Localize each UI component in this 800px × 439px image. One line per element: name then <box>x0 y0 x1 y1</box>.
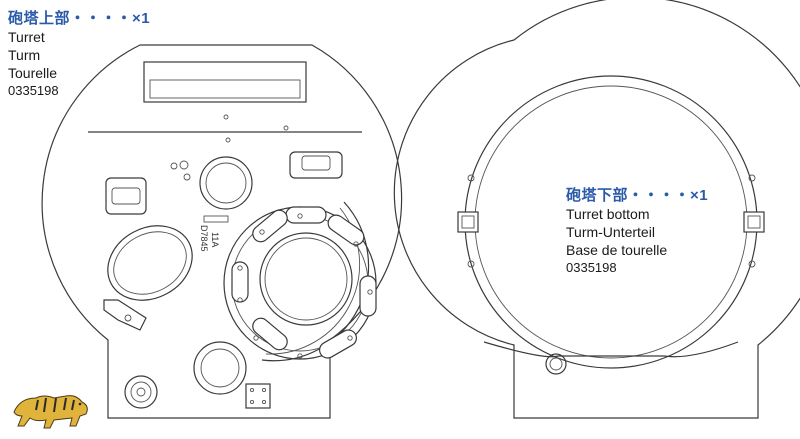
round-fitting <box>124 375 158 409</box>
turret-upper-outline <box>41 44 403 419</box>
bolt <box>297 353 303 359</box>
turret-upper-qty: ・・・・×1 <box>70 10 151 27</box>
turret-upper-jp-line: 砲塔上部・・・・×1 <box>8 10 150 28</box>
vent-lower-inner <box>200 348 240 388</box>
small-hole <box>467 174 475 182</box>
small-square-plate <box>245 383 271 409</box>
cupola-bolts <box>237 213 373 359</box>
turret-rear-slot <box>143 61 307 103</box>
round-fitting-inner <box>130 381 152 403</box>
turret-lower-outline <box>393 0 800 419</box>
mount-tab-right-inner <box>747 215 761 229</box>
bracket-hole <box>124 314 132 322</box>
plate-bolt <box>249 399 255 405</box>
turret-rear-slot-inner <box>149 79 301 99</box>
round-fitting-core <box>136 387 146 397</box>
small-hole <box>170 162 178 170</box>
bolt <box>237 297 243 303</box>
bottom-plate <box>483 341 739 358</box>
cupola-arc-guard <box>261 201 370 362</box>
tab-marker <box>203 215 229 223</box>
part-code-2: D7845 <box>199 225 209 252</box>
small-hole <box>748 174 756 182</box>
bolt <box>347 335 353 341</box>
left-periscope-window <box>111 187 141 205</box>
vision-block <box>359 275 377 317</box>
mount-tab-left <box>457 211 479 233</box>
tiger-eye <box>78 402 82 406</box>
periscope-mount <box>289 151 343 179</box>
left-periscope <box>105 177 147 215</box>
bottom-plate-hole-inner <box>549 357 563 371</box>
vision-block <box>252 317 288 351</box>
vision-block <box>327 214 365 246</box>
turret-lower-part-no: 0335198 <box>566 260 617 275</box>
plate-bolt <box>261 399 267 405</box>
small-hole <box>467 260 475 268</box>
bolt <box>259 229 265 235</box>
periscope-window <box>301 155 331 171</box>
mount-tab-left-inner <box>461 215 475 229</box>
small-hole <box>748 260 756 268</box>
cupola-opening-inner <box>264 237 348 321</box>
turret-upper-part-no: 0335198 <box>8 83 59 98</box>
turret-lower-en: Turret bottom <box>566 206 650 222</box>
mount-tab-right <box>743 211 765 233</box>
vent-lower <box>193 341 247 395</box>
oval-opening <box>107 225 193 301</box>
cupola-opening <box>259 232 353 326</box>
turret-upper-fr: Tourelle <box>8 65 58 81</box>
turret-upper-de: Turm <box>8 47 41 63</box>
small-hole <box>179 160 189 170</box>
turret-upper-label: 砲塔上部・・・・×1 Turret Turm Tourelle 0335198 <box>8 10 150 100</box>
turret-lower-fr: Base de tourelle <box>566 242 668 258</box>
plate-bolt <box>261 387 267 393</box>
small-hole <box>223 114 229 120</box>
small-hole <box>225 137 231 143</box>
bracket <box>103 299 147 331</box>
turret-lower-label: 砲塔下部・・・・×1 Turret bottom Turm-Unterteil … <box>566 187 708 277</box>
tiger-logo <box>13 395 88 429</box>
turret-lower-jp: 砲塔下部 <box>566 187 629 204</box>
vent-upper <box>199 156 253 210</box>
bolt <box>297 213 303 219</box>
bolt <box>353 241 359 247</box>
small-hole <box>183 173 191 181</box>
tiger-stripes <box>35 397 75 413</box>
turret-upper-part: 11A D7845 <box>41 44 403 419</box>
part-code-1: 11A <box>210 232 220 247</box>
tiger-body <box>13 395 88 429</box>
bolt <box>253 335 259 341</box>
bolt <box>367 289 373 295</box>
turret-lower-jp-line: 砲塔下部・・・・×1 <box>566 187 708 205</box>
vent-upper-inner <box>205 162 247 204</box>
bolt <box>237 265 243 271</box>
turret-upper-jp: 砲塔上部 <box>8 10 71 27</box>
plate-bolt <box>249 387 255 393</box>
vision-block <box>231 261 249 303</box>
turret-lower-qty: ・・・・×1 <box>628 187 709 204</box>
turret-lower-part <box>393 0 800 419</box>
small-hole <box>283 125 289 131</box>
vision-block <box>319 329 357 359</box>
vision-block <box>285 206 327 224</box>
turret-lower-de: Turm-Unterteil <box>566 224 655 240</box>
turret-upper-en: Turret <box>8 29 45 45</box>
oval-opening-inner <box>113 231 187 295</box>
bottom-plate-hole <box>545 353 567 375</box>
